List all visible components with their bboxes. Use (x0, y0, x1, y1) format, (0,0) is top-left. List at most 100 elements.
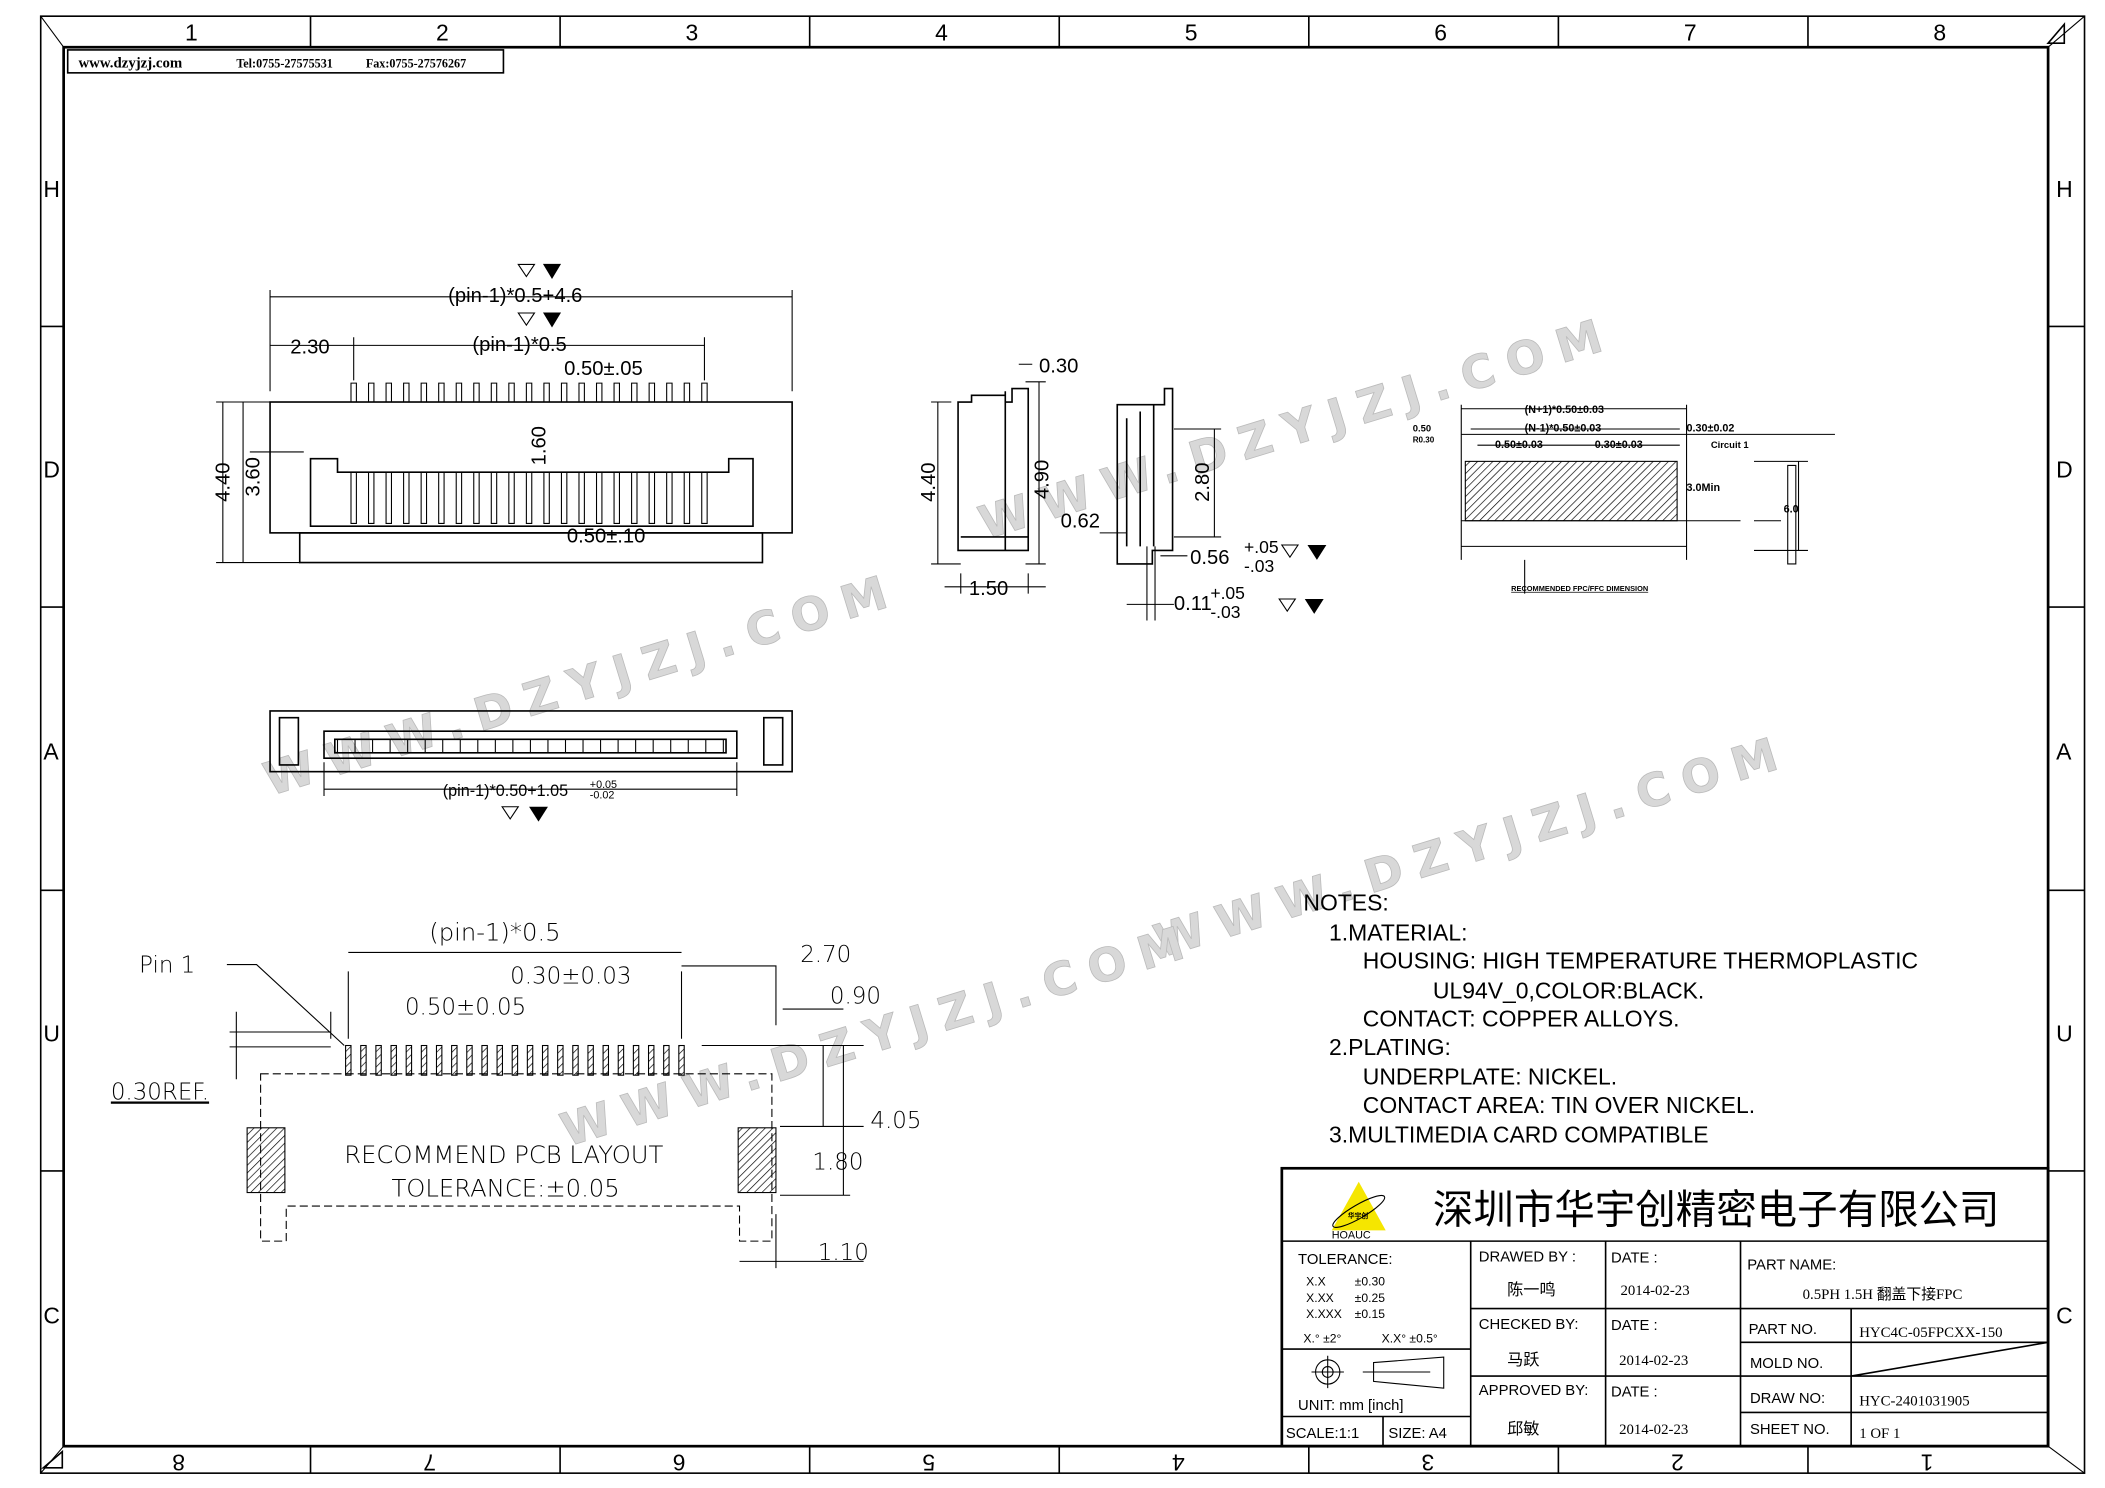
pin (466, 1044, 473, 1076)
sheet-no-label: SHEET NO. (1750, 1422, 1830, 1438)
pin (617, 1044, 625, 1076)
grid-col-label: 1 (185, 19, 198, 45)
dim-height-left: 4.40 (918, 462, 940, 501)
note-line: CONTACT: COPPER ALLOYS. (1363, 1006, 1680, 1032)
pin (541, 1044, 549, 1076)
grid-col-label: 8 (172, 1449, 185, 1475)
dim-height: 2.80 (1192, 462, 1214, 501)
tol-key: X.XX (1306, 1291, 1334, 1305)
pin (560, 382, 568, 524)
grid-col-label: 8 (1933, 19, 1946, 45)
tol-value: ±0.30 (1355, 1275, 1386, 1289)
pin (663, 1044, 670, 1076)
grid-col-label: 1 (1921, 1449, 1934, 1475)
tol-value: ±0.25 (1355, 1291, 1386, 1305)
pin (648, 382, 656, 524)
dim-b-tol-plus: +.05 (1210, 583, 1245, 603)
note-line: CONTACT AREA: TIN OVER NICKEL. (1363, 1092, 1755, 1118)
pin (511, 1044, 519, 1076)
side-view-2: 2.80 0.62 0.56 +.05 -.03 0.11 +.05 -.03 (1061, 387, 1327, 622)
pin (683, 382, 691, 524)
pin (526, 1044, 534, 1076)
projection-symbol-icon (1311, 1355, 1445, 1389)
grid-col-label: 7 (423, 1449, 436, 1475)
draw-no: HYC-2401031905 (1859, 1394, 1969, 1410)
pcb-pads (345, 1044, 685, 1076)
date-label: DATE : (1611, 1318, 1658, 1334)
grid-col-label: 2 (1671, 1449, 1684, 1475)
checked-by-label: CHECKED BY: (1479, 1317, 1579, 1333)
pin (367, 382, 375, 524)
watermark: WWW.DZYJZJ.COM (1148, 723, 1797, 968)
grid-col-label: 3 (686, 19, 699, 45)
pin (438, 382, 445, 524)
company-logo: 华宇创 HOAUC (1331, 1181, 1386, 1241)
bottom-dim: (pin-1)*0.50+1.05 (443, 782, 568, 800)
pin (490, 382, 498, 524)
dim-base: 1.50 (969, 578, 1008, 600)
grid-row-label: D (43, 457, 60, 483)
grid-row-label: A (43, 739, 59, 765)
company-name: 深圳市华宇创精密电子有限公司 (1433, 1186, 2000, 1234)
pin (632, 1044, 640, 1076)
dim-a: 0.56 (1190, 547, 1229, 569)
bottom-view: (pin-1)*0.50+1.05 +0.05 -0.02 (269, 710, 793, 822)
approved-by-label: APPROVED BY: (1479, 1383, 1589, 1399)
grid-row-label: C (43, 1302, 60, 1328)
dim-a-tol-plus: +.05 (1244, 537, 1279, 557)
grid-row-label: H (43, 176, 60, 202)
checked-by: 马跃 (1507, 1351, 1539, 1369)
pin (666, 382, 673, 524)
angle-tol: X.X° ±0.5° (1382, 1331, 1438, 1345)
pin (631, 382, 638, 524)
logo-text: HOAUC (1332, 1229, 1371, 1241)
header-contact-box: www.dzyjzj.com Tel:0755-27575531 Fax:075… (66, 49, 505, 74)
approved-by: 邱敏 (1507, 1420, 1539, 1438)
dim-top: 0.30 (1039, 355, 1078, 377)
grid-row-label: U (43, 1020, 60, 1046)
dim-height-body: 3.60 (242, 457, 264, 496)
grid-col-label: 6 (673, 1449, 686, 1475)
grid-col-label: 4 (1172, 1449, 1185, 1475)
fpc-contact-length: 3.0Min (1687, 482, 1721, 494)
drawed-by: 陈一鸣 (1507, 1281, 1556, 1299)
fpc-corner-b: R0.30 (1413, 435, 1435, 444)
pin (350, 382, 357, 524)
fpc-dimension-view: (N+1)*0.50±0.03 (N-1)*0.50±0.03 0.50±0.0… (1413, 404, 1835, 594)
grid-col-label: 5 (922, 1449, 935, 1475)
note-line: 3.MULTIMEDIA CARD COMPATIBLE (1329, 1122, 1709, 1148)
pin (557, 1044, 564, 1076)
pin (473, 382, 480, 524)
logo-cn: 华宇创 (1348, 1211, 1368, 1220)
date-drawed: 2014-02-23 (1620, 1283, 1689, 1299)
scale: SCALE:1:1 (1286, 1426, 1359, 1442)
pcb-d3: 4.05 (870, 1108, 921, 1134)
tol-value: ±0.15 (1355, 1307, 1386, 1321)
mold-no-label: MOLD NO. (1750, 1356, 1823, 1372)
part-name-label: PART NAME: (1747, 1257, 1836, 1273)
draw-no-label: DRAW NO: (1750, 1391, 1825, 1407)
fpc-total-length: 6.0 (1784, 504, 1799, 516)
pin (602, 1044, 610, 1076)
pin (420, 1044, 428, 1076)
date-approved: 2014-02-23 (1619, 1422, 1688, 1438)
sheet-no: 1 OF 1 (1859, 1426, 1900, 1442)
note-line: UNDERPLATE: NICKEL. (1363, 1064, 1617, 1090)
pcb-layout-view: (pin-1)*0.5 0.30±0.03 0.50±0.05 Pin 1 0.… (111, 917, 921, 1269)
grid-col-label: 6 (1434, 19, 1447, 45)
top-view: (pin-1)*0.5+4.6 (pin-1)*0.5 2.30 0.50±.0… (213, 263, 793, 564)
pin (435, 1044, 443, 1076)
pin (455, 382, 463, 524)
tolerance-label: TOLERANCE: (1298, 1252, 1393, 1268)
header-tel: Tel:0755-27575531 (236, 56, 333, 70)
grid-row-label: D (2056, 457, 2073, 483)
pcb-d5: 1.10 (818, 1240, 869, 1266)
date-label: DATE : (1611, 1384, 1658, 1400)
dim-pitch: 0.50±.05 (564, 358, 643, 380)
pcb-tolerance: TOLERANCE:±0.05 (391, 1174, 619, 1203)
pcb-span: (pin-1)*0.5 (429, 917, 560, 946)
pin (385, 382, 393, 524)
title-block: 华宇创 HOAUC 深圳市华宇创精密电子有限公司 TOLERANCE: X.X … (1280, 1166, 2050, 1448)
pin (613, 382, 620, 524)
